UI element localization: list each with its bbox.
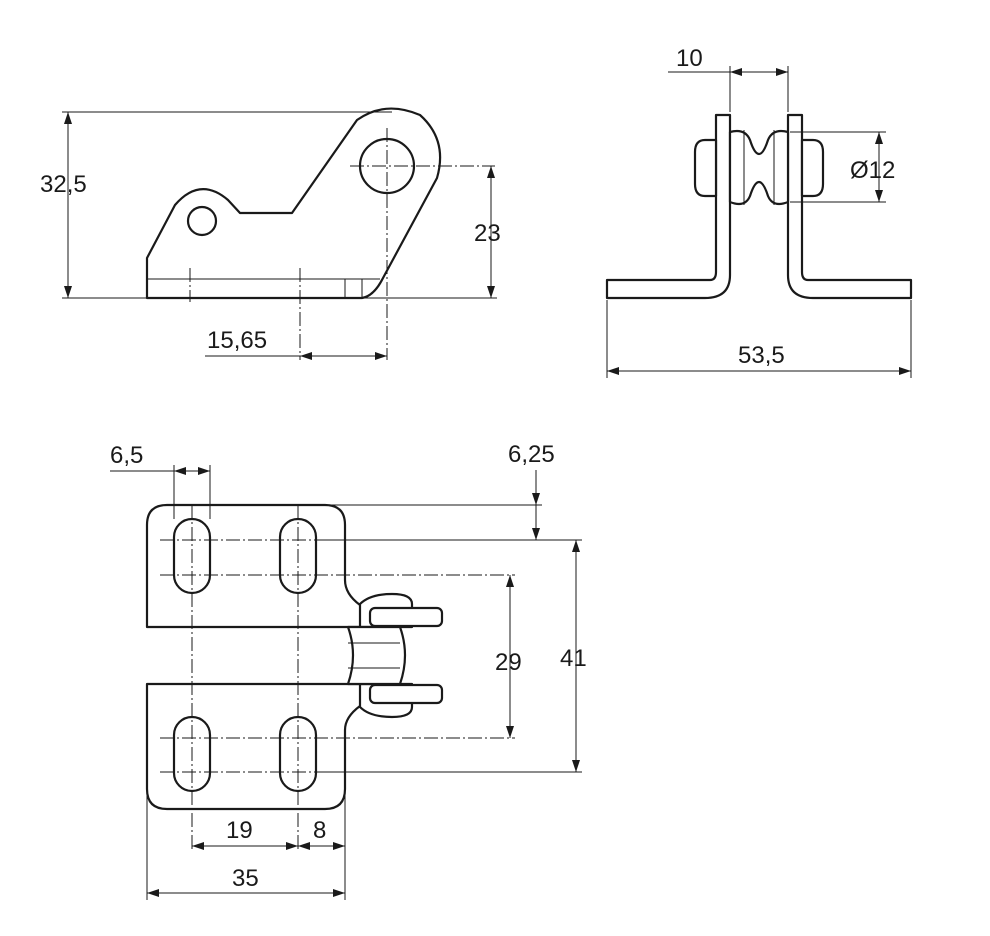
dim-arrow: [198, 467, 210, 475]
dim-arrow: [174, 467, 186, 475]
front-view: 10 Ø12 53,5: [605, 45, 913, 378]
dim-label-19: 19: [226, 817, 253, 844]
dim-arrow: [333, 842, 345, 850]
dim-arrow: [487, 286, 495, 298]
dim-arrow: [64, 286, 72, 298]
dim-arrow: [298, 842, 310, 850]
top-pin-cap-lower: [368, 683, 444, 705]
side-small-hole: [186, 205, 218, 237]
side-bracket-outline: [145, 107, 442, 300]
dim-label-15-65: 15,65: [207, 327, 267, 354]
dim-label-35: 35: [232, 865, 259, 892]
dim-label-32-5: 32,5: [40, 171, 87, 198]
dim-arrow: [64, 112, 72, 124]
dim-arrow: [532, 528, 540, 540]
dim-arrow: [899, 367, 911, 375]
dim-arrow: [506, 575, 514, 587]
dim-label-41: 41: [560, 645, 587, 672]
dim-arrow: [375, 352, 387, 360]
dim-arrow: [147, 889, 159, 897]
dim-arrow: [607, 367, 619, 375]
front-left-bracket: [605, 113, 732, 300]
dim-arrow: [572, 760, 580, 772]
dim-arrow: [875, 132, 883, 144]
dim-label-6-25: 6,25: [508, 441, 555, 468]
dim-arrow: [487, 166, 495, 178]
side-view: 32,5 23 15,65: [40, 107, 501, 360]
dim-arrow: [286, 842, 298, 850]
dim-label-dia-12: Ø12: [850, 157, 895, 184]
dim-arrow: [333, 889, 345, 897]
front-roller: [728, 129, 790, 206]
front-pin-head-left: [693, 138, 718, 198]
front-right-bracket: [786, 113, 913, 300]
dim-label-6-5: 6,5: [110, 442, 143, 469]
top-pin-cap-upper: [368, 606, 444, 628]
top-roller: [346, 625, 407, 686]
dim-arrow: [300, 352, 312, 360]
dim-arrow: [730, 68, 742, 76]
dim-arrow: [532, 493, 540, 505]
dim-label-53-5: 53,5: [738, 342, 785, 369]
dim-label-23: 23: [474, 220, 501, 247]
dim-arrow: [506, 726, 514, 738]
dim-arrow: [875, 190, 883, 202]
dim-arrow: [192, 842, 204, 850]
dim-label-29: 29: [495, 649, 522, 676]
front-pin-head-right: [800, 138, 825, 198]
dim-arrow: [776, 68, 788, 76]
dim-arrow: [572, 540, 580, 552]
top-view: 6,5 6,25 29 41 19 8 35: [110, 441, 587, 900]
dim-label-8: 8: [313, 817, 326, 844]
dim-label-10: 10: [676, 45, 703, 72]
